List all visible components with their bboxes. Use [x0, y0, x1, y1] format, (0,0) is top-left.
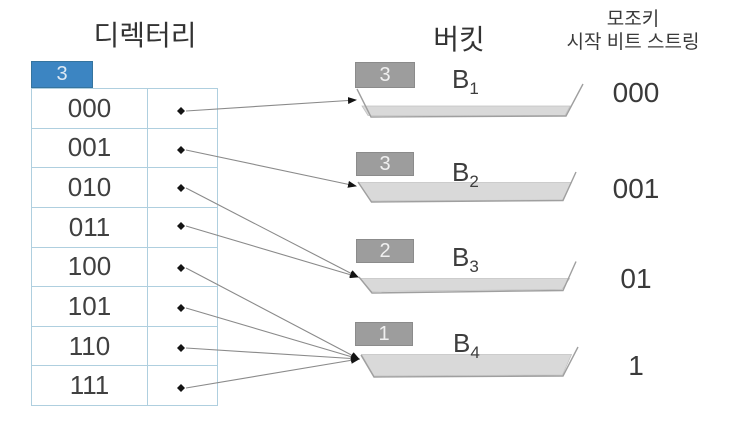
directory-cell-label: 000 [32, 89, 148, 128]
bucket-name-b3: B3 [452, 242, 479, 277]
local-depth-badge-b3: 2 [356, 239, 414, 263]
bucket-name-b2: B2 [452, 157, 479, 192]
local-depth-badge-b2: 3 [356, 152, 414, 176]
directory-cell-label: 101 [32, 287, 148, 326]
directory-cell-pointer [148, 287, 217, 326]
pseudokey-column-header: 모조키 시작 비트 스트링 [554, 8, 712, 54]
bucket-title: 버킷 [433, 24, 485, 55]
directory-cell-label: 001 [32, 128, 148, 168]
directory-row: 100 [32, 246, 217, 287]
local-depth-badge-b4: 1 [355, 322, 413, 346]
directory-table: 000 001 010 011 100 101 110 111 [31, 88, 218, 406]
start-bits-b1: 000 [612, 77, 660, 108]
bucket-name-b1: B1 [452, 64, 479, 99]
directory-row: 001 [32, 127, 217, 168]
directory-cell-label: 110 [32, 326, 148, 366]
directory-cell-label: 011 [32, 207, 148, 247]
bucket-name-base: B [452, 157, 470, 187]
global-depth-box: 3 [31, 61, 93, 88]
bucket-name-subscript: 1 [469, 79, 479, 99]
bucket-name-subscript: 4 [470, 343, 480, 363]
directory-row: 010 [32, 167, 217, 207]
directory-row: 011 [32, 206, 217, 247]
start-bits-b2: 001 [612, 173, 660, 204]
directory-cell-pointer [148, 168, 217, 207]
directory-cell-pointer [148, 366, 217, 405]
directory-row: 101 [32, 286, 217, 326]
directory-cell-pointer [148, 208, 217, 247]
start-bits-b3: 01 [620, 263, 652, 294]
bucket-name-base: B [452, 242, 470, 272]
directory-row: 110 [32, 325, 217, 366]
directory-cell-pointer [148, 327, 217, 366]
directory-cell-pointer [148, 248, 217, 287]
directory-cell-pointer [148, 129, 217, 168]
start-bits-b4: 1 [628, 350, 644, 381]
directory-cell-label: 100 [32, 247, 148, 287]
directory-cell-pointer [148, 89, 217, 128]
directory-cell-label: 111 [32, 366, 148, 405]
local-depth-badge-b1: 3 [355, 62, 415, 88]
directory-title: 디렉터리 [93, 20, 197, 51]
bucket-name-b4: B4 [453, 328, 480, 363]
bucket-name-subscript: 2 [469, 172, 479, 192]
directory-row: 111 [32, 365, 217, 405]
bucket-name-subscript: 3 [469, 257, 479, 277]
bucket-content-fill [361, 105, 571, 116]
pseudokey-header-line2: 시작 비트 스트링 [566, 32, 700, 53]
bucket-name-base: B [452, 64, 470, 94]
bucket-name-base: B [453, 328, 471, 358]
bucket-content-fill [359, 278, 571, 292]
pseudokey-header-line1: 모조키 [606, 9, 660, 30]
directory-cell-label: 010 [32, 168, 148, 207]
directory-row: 000 [32, 89, 217, 128]
